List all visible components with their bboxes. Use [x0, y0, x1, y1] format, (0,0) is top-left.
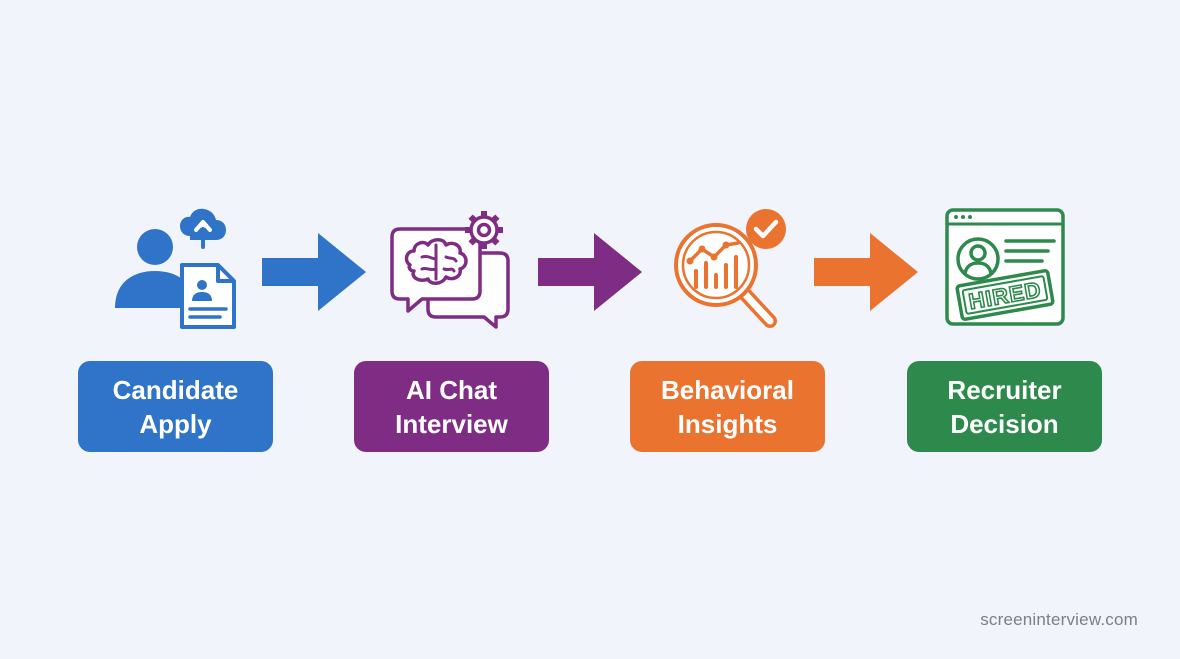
step-label-line: AI Chat	[406, 374, 497, 405]
arrow-1-icon	[262, 233, 366, 311]
step-label-candidate-apply: Candidate Apply	[78, 361, 273, 452]
hired-profile-icon: HIRED	[945, 208, 1065, 326]
step-label-recruiter-decision: Recruiter Decision	[907, 361, 1102, 452]
arrow-2-icon	[538, 233, 642, 311]
analytics-magnifier-icon	[674, 209, 786, 328]
step-label-line: Decision	[950, 408, 1059, 439]
step-label-line: Candidate	[112, 374, 239, 405]
step-label-line: Insights	[677, 408, 778, 439]
step-label-ai-chat-interview: AI Chat Interview	[354, 361, 549, 452]
step-label-line: Apply	[139, 408, 212, 439]
candidate-upload-resume-icon	[115, 208, 236, 329]
step-label-line: Interview	[395, 408, 508, 439]
arrow-3-icon	[814, 233, 918, 311]
step-label-behavioral-insights: Behavioral Insights	[630, 361, 825, 452]
step-label-line: Behavioral	[661, 374, 794, 405]
step-label-line: Recruiter	[947, 374, 1062, 405]
ai-brain-chat-icon	[390, 211, 510, 329]
watermark-url: screeninterview.com	[980, 610, 1138, 629]
